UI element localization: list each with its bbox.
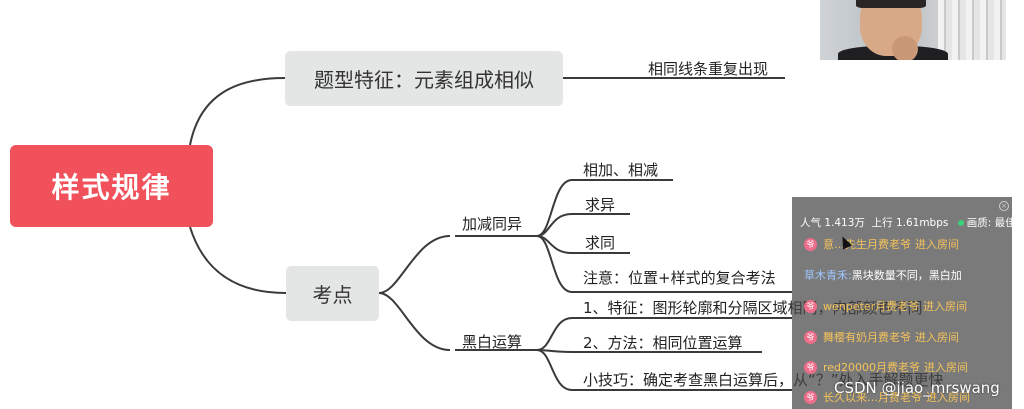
link-heibai-item3 bbox=[536, 349, 573, 391]
link-root-kaodian bbox=[189, 226, 287, 294]
avatar: 爷 bbox=[804, 237, 817, 251]
chat-username[interactable]: 长久以来…月费老爷 bbox=[823, 391, 922, 404]
chat-message: 爷 red20000月费老爷 进入房间 bbox=[804, 359, 968, 375]
quality-label: 画质: bbox=[966, 217, 992, 229]
quality-dot-icon bbox=[957, 220, 964, 226]
chat-username[interactable]: 草木青禾: bbox=[804, 269, 852, 282]
stream-stats: 人气 1.413万 上行 1.61mbps 画质: 最佳 无 bbox=[800, 215, 1024, 230]
close-icon[interactable]: × bbox=[999, 201, 1009, 211]
avatar: 爷 bbox=[804, 390, 817, 404]
features-child-label[interactable]: 相同线条重复出现 bbox=[648, 60, 769, 78]
heibai-item-2[interactable]: 2、方法：相同位置运算 bbox=[583, 334, 743, 352]
popularity-label: 人气 bbox=[800, 217, 821, 229]
csdn-watermark: CSDN @jiao_mrswang bbox=[834, 379, 1000, 397]
link-jiajian-item4 bbox=[536, 235, 573, 293]
chat-message: 爷 长久以来…月费老爷 进入房间 bbox=[804, 389, 970, 405]
avatar: 爷 bbox=[804, 330, 817, 344]
popularity-value: 1.413万 bbox=[824, 217, 865, 229]
jiajian-item-4[interactable]: 注意：位置+样式的复合考法 bbox=[583, 269, 776, 287]
avatar: 爷 bbox=[804, 299, 817, 313]
webcam-feed bbox=[820, 0, 1006, 60]
link-kaodian-jiajian bbox=[378, 235, 451, 294]
root-node[interactable]: 样式规律 bbox=[10, 145, 213, 227]
chat-message: 爷 wenpeter月费老爷 进入房间 bbox=[804, 298, 967, 314]
quality-value: 最佳 bbox=[994, 217, 1016, 229]
chat-action: 进入房间 bbox=[915, 238, 959, 251]
presenter-hand bbox=[892, 36, 918, 60]
heibai-label[interactable]: 黑白运算 bbox=[462, 333, 523, 351]
link-heibai-item1 bbox=[536, 317, 573, 351]
chat-action: 进入房间 bbox=[926, 391, 970, 404]
link-jiajian-item1 bbox=[536, 179, 573, 237]
chat-message: 爷 舞樱有奶月费老爷 进入房间 bbox=[804, 329, 959, 345]
jiajian-item-2[interactable]: 求异 bbox=[585, 196, 616, 214]
chat-action: 进入房间 bbox=[924, 361, 969, 374]
presenter-hair bbox=[856, 0, 926, 8]
chat-message: 草木青禾: 黑块数量不同，黑白加 bbox=[804, 267, 962, 283]
chat-username[interactable]: 意…先生月费老爷 bbox=[823, 238, 911, 251]
kaodian-node[interactable]: 考点 bbox=[286, 266, 379, 321]
chat-action: 进入房间 bbox=[923, 300, 968, 313]
features-node[interactable]: 题型特征：元素组成相似 bbox=[285, 51, 563, 106]
jiajian-item-1[interactable]: 相加、相减 bbox=[583, 161, 659, 179]
upstream-label: 上行 bbox=[871, 217, 893, 229]
chat-username[interactable]: 舞樱有奶月费老爷 bbox=[823, 331, 911, 344]
link-root-features bbox=[189, 77, 286, 146]
live-chat-panel[interactable]: × 人气 1.413万 上行 1.61mbps 画质: 最佳 无 爷 意…先生月… bbox=[792, 197, 1016, 409]
avatar: 爷 bbox=[804, 360, 817, 374]
bookshelf-background bbox=[938, 0, 1006, 60]
chat-action: 进入房间 bbox=[915, 331, 959, 344]
jiajian-label[interactable]: 加减同异 bbox=[462, 215, 523, 233]
jiajian-item-3[interactable]: 求同 bbox=[585, 234, 616, 252]
chat-text: 黑块数量不同，黑白加 bbox=[851, 269, 962, 282]
chat-message: 爷 意…先生月费老爷 进入房间 bbox=[804, 236, 959, 252]
upstream-value: 1.61mbps bbox=[895, 217, 949, 229]
link-kaodian-heibai bbox=[378, 292, 451, 351]
chat-username[interactable]: wenpeter月费老爷 bbox=[823, 300, 920, 313]
chat-username[interactable]: red20000月费老爷 bbox=[823, 361, 921, 374]
